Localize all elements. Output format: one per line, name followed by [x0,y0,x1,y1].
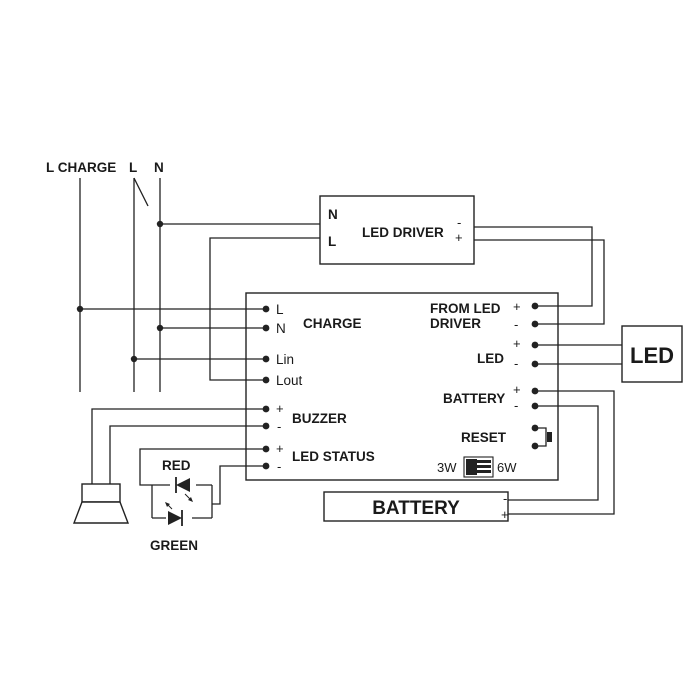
led-load-box [621,325,683,383]
terminal-l [262,305,270,313]
led-plus-sign: + [513,336,521,351]
terminal-from-plus [531,302,539,310]
terminal-n [262,324,270,332]
wire-reset [535,427,547,447]
terminal-buzzer-plus [262,405,270,413]
terminal-status-minus [262,462,270,470]
terminal-led-minus [531,360,539,368]
terminal-l-label: L [276,302,284,317]
wire-battery-plus [508,390,615,515]
l-charge-label: L CHARGE [46,160,116,175]
module-left-terminals: L N CHARGE Lin Lout + - BUZZER + - LED S… [262,302,375,474]
led-driver-box [319,195,475,265]
green-led-label: GREEN [150,538,198,553]
led-minus-sign: - [514,356,518,371]
buzzer-label: BUZZER [292,411,347,426]
from-led-label-2: DRIVER [430,316,481,331]
terminal-battery-minus [531,402,539,410]
status-minus-sign: - [277,459,281,474]
terminal-reset-2 [531,442,539,450]
wire-status-minus [212,465,266,505]
wire-battery-minus [508,405,599,501]
wire-driver-minus [474,226,593,307]
buzzer-plus-sign: + [276,401,284,416]
wires [80,223,622,519]
junctions [76,220,164,363]
battery-out-label: BATTERY [443,391,505,406]
battery-pack-plus: + [501,507,509,522]
terminal-status-plus [262,445,270,453]
red-led-icon [170,477,196,502]
wire-driver-plus [474,239,605,325]
battery-pack-box [323,491,509,522]
terminal-lin [262,355,270,363]
terminal-lin-label: Lin [276,352,294,367]
switch-3w-label: 3W [437,460,457,475]
status-plus-sign: + [276,441,284,456]
switch-6w-label: 6W [497,460,517,475]
green-led-icon [165,502,192,526]
wire-status-plus [139,448,266,486]
terminal-lout [262,376,270,384]
reset-label: RESET [461,430,507,445]
buzzer-minus-sign: - [277,419,281,434]
emergency-module-box [245,292,559,481]
charge-label: CHARGE [303,316,362,331]
n-label: N [154,160,164,175]
junction-lcharge [76,305,84,313]
led-load: LED [621,325,683,383]
terminal-reset-1 [531,424,539,432]
from-led-label-1: FROM LED [430,301,501,316]
l-label: L [129,160,137,175]
module-right-terminals: FROM LED DRIVER + - LED + - BATTERY + - … [430,299,552,450]
led-out-label: LED [477,351,504,366]
terminal-from-minus [531,320,539,328]
junction-n-driver [156,220,164,228]
battery-pack-minus: - [503,491,507,506]
battery-minus-sign: - [514,398,518,413]
terminal-battery-plus [531,387,539,395]
dip-switch-slot-3 [466,470,491,473]
battery-pack: BATTERY - + [323,491,509,522]
wire-buzzer-plus [91,408,266,484]
led-driver: N L LED DRIVER - + [319,195,475,265]
junction-l-lin [130,355,138,363]
from-minus-sign: - [514,317,518,332]
from-plus-sign: + [513,299,521,314]
l-switch-contact [133,177,149,207]
led-driver-title: LED DRIVER [362,225,444,240]
led-driver-plus: + [455,230,463,245]
wire-buzzer-minus [109,425,266,484]
status-leds: RED GREEN [150,458,198,553]
led-driver-l: L [328,234,336,249]
dip-switch-slot-1 [466,460,491,463]
battery-plus-sign: + [513,382,521,397]
led-driver-minus: - [457,215,461,230]
battery-pack-label: BATTERY [372,498,460,519]
led-load-label: LED [630,343,674,368]
junction-n-module [156,324,164,332]
led-driver-n: N [328,207,338,222]
terminal-buzzer-minus [262,422,270,430]
terminal-n-label: N [276,321,286,336]
led-status-label: LED STATUS [292,449,375,464]
red-led-label: RED [162,458,191,473]
reset-button[interactable] [547,432,552,442]
power-selector: 3W 6W [437,456,517,478]
dip-switch-slot-2 [466,465,491,468]
supply-lines: L CHARGE L N [46,160,164,392]
dip-switch-knob[interactable] [466,459,477,475]
terminal-led-plus [531,341,539,349]
terminal-lout-label: Lout [276,373,303,388]
buzzer-icon [72,483,130,524]
